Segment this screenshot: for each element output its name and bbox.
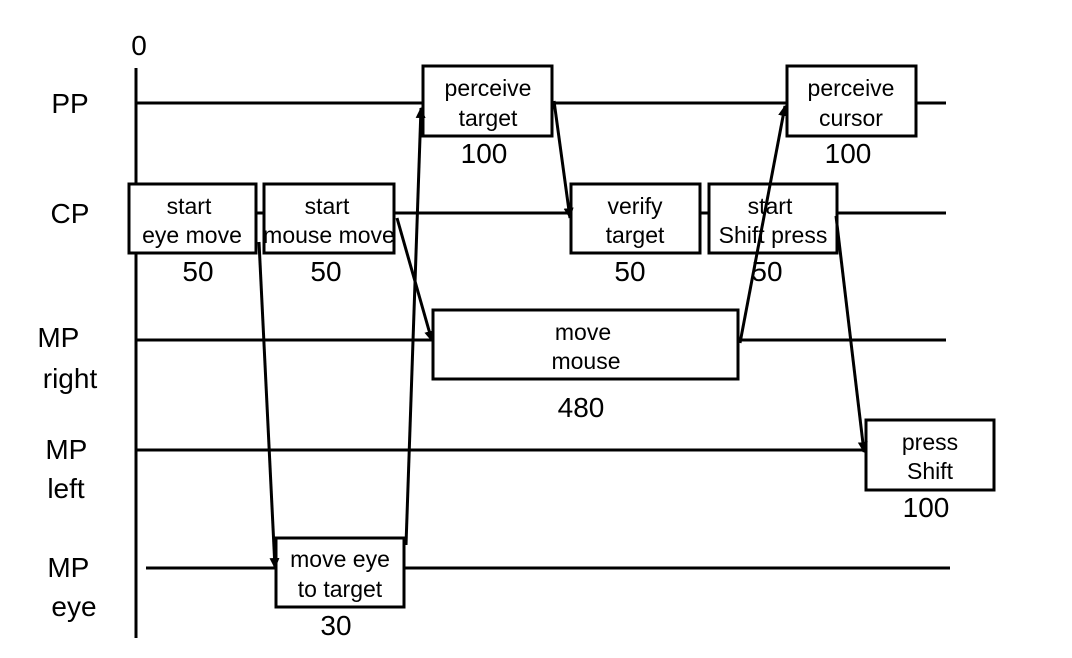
operator-box (274, 536, 406, 609)
lane-label-cp: CP (51, 198, 90, 229)
operator-box (431, 308, 740, 381)
dependency-arrow-verify-target (552, 100, 574, 219)
operator-duration: 50 (614, 256, 645, 287)
operator-label-line: Shift press (719, 222, 828, 248)
operator-box (262, 182, 396, 255)
operator-duration: 50 (182, 256, 213, 287)
operator-label-line: to target (298, 576, 383, 602)
operator-label-line: press (902, 429, 958, 455)
operator-box (707, 182, 839, 255)
operator-label-line: mouse (551, 348, 620, 374)
operator-label-line: perceive (445, 75, 532, 101)
operator-box (127, 182, 258, 255)
operator-perceive-target: perceive target 100 (421, 64, 554, 169)
operator-start-mouse-move: start mouse move 50 (262, 182, 396, 287)
dependency-arrow-press-shift (834, 215, 868, 453)
operator-label-line: mouse move (263, 222, 395, 248)
lane-label-mp-right-line2: right (43, 363, 98, 394)
operator-duration: 100 (825, 138, 872, 169)
lane-label-pp-line: PP (51, 88, 88, 119)
operator-label-line: target (606, 222, 665, 248)
operator-press-shift: press Shift 100 (864, 418, 996, 523)
operator-move-mouse: move mouse 480 (431, 308, 740, 423)
operator-start-eye-move: start eye move 50 (127, 182, 258, 287)
operator-box (785, 64, 918, 138)
operator-label-line: verify (608, 193, 663, 219)
operator-start-shift-press: start Shift press 50 (707, 182, 839, 287)
operator-label-line: eye move (142, 222, 242, 248)
operator-label-line: move (555, 319, 611, 345)
operator-label-line: start (167, 193, 212, 219)
operator-label-line: start (305, 193, 350, 219)
time-origin-label: 0 (131, 30, 147, 61)
operator-label-line: Shift (907, 458, 954, 484)
lane-label-mp-eye: MP eye (47, 552, 96, 622)
lane-label-mp-left-line1: MP (45, 434, 87, 465)
dependency-arrows (257, 100, 868, 569)
operator-box (421, 64, 554, 138)
operator-move-eye-to-target: move eye to target 30 (274, 536, 406, 641)
operator-duration: 50 (310, 256, 341, 287)
operator-box (569, 182, 702, 255)
operator-verify-target: verify target 50 (569, 182, 702, 287)
operator-duration: 100 (461, 138, 508, 169)
operator-duration: 100 (903, 492, 950, 523)
lane-label-mp-left: MP left (45, 434, 94, 504)
lane-label-pp: PP (51, 88, 88, 119)
operator-label-line: start (748, 193, 793, 219)
lane-label-mp-left-line2: left (47, 473, 85, 504)
lane-label-cp-line: CP (51, 198, 90, 229)
lane-label-mp-eye-line1: MP (47, 552, 89, 583)
operator-duration: 480 (558, 392, 605, 423)
lane-label-mp-right: MP right (37, 322, 97, 394)
dependency-arrow-perceive-target (404, 107, 426, 546)
operator-duration: 30 (320, 610, 351, 641)
operator-box (864, 418, 996, 492)
lane-labels: PP CP MP right MP left MP eye (37, 88, 97, 622)
lane-label-mp-right-line1: MP (37, 322, 79, 353)
dependency-arrow-eye-move (257, 241, 280, 569)
operator-label-line: perceive (808, 75, 895, 101)
operator-perceive-cursor: perceive cursor 100 (785, 64, 918, 169)
operator-label-line: target (459, 105, 518, 131)
operator-label-line: cursor (819, 105, 883, 131)
dependency-arrow-perceive-cursor (738, 105, 789, 344)
operator-label-line: move eye (290, 546, 390, 572)
dependency-arrow-move-mouse (395, 217, 435, 342)
lane-label-mp-eye-line2: eye (51, 591, 96, 622)
